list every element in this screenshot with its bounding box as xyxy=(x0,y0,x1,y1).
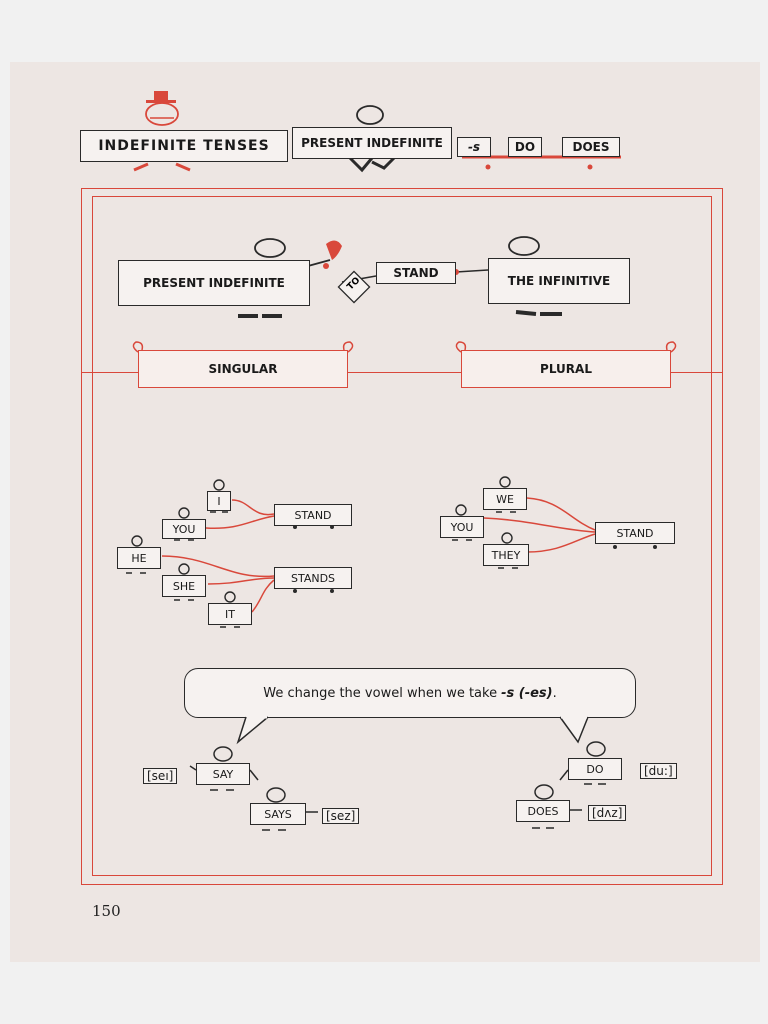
diagram-outer-frame xyxy=(81,188,723,885)
does-phonetic: [dʌz] xyxy=(588,805,627,821)
pronoun-we: WE xyxy=(483,488,527,510)
note-suffix: -s (-es) xyxy=(501,685,553,701)
plural-pronoun-figures xyxy=(452,476,518,569)
verb-stand-plural: STAND xyxy=(595,522,675,544)
stand-verb-box: STAND xyxy=(376,262,456,284)
note-text: We change the vowel when we take xyxy=(263,685,498,701)
pronoun-he: HE xyxy=(117,547,161,569)
verb-do: DO xyxy=(568,758,622,780)
man-infinitive-icon xyxy=(508,236,562,316)
say-phonetic: [seı] xyxy=(143,768,178,784)
banner-divider-line xyxy=(82,372,722,373)
pronoun-they: THEY xyxy=(483,544,529,566)
man-holding-axe-icon xyxy=(238,238,342,318)
book-page xyxy=(10,62,760,962)
note-period: . xyxy=(552,685,557,701)
pronoun-figures xyxy=(126,479,240,628)
pronoun-you-plural: YOU xyxy=(440,516,484,538)
verb-stand-singular: STAND xyxy=(274,504,352,526)
diagram-inner-frame xyxy=(92,196,712,876)
man-head-icon xyxy=(348,105,396,173)
man-with-hat-icon xyxy=(133,91,191,172)
verb-does: DOES xyxy=(516,800,570,822)
says-phonetic: [sez] xyxy=(322,808,360,824)
pronoun-i: I xyxy=(207,491,231,511)
present-indefinite-header: PRESENT INDEFINITE xyxy=(292,127,452,159)
indefinite-tenses-title: INDEFINITE TENSES xyxy=(80,130,288,162)
verb-say: SAY xyxy=(196,763,250,785)
page-number: 150 xyxy=(92,902,121,920)
does-box: DOES xyxy=(562,137,620,157)
suffix-s-box: -s xyxy=(457,137,491,157)
pronoun-it: IT xyxy=(208,603,252,625)
verb-says: SAYS xyxy=(250,803,306,825)
do-phonetic: [du:] xyxy=(640,763,677,779)
present-indefinite-box: PRESENT INDEFINITE xyxy=(118,260,310,306)
pronoun-you-singular: YOU xyxy=(162,519,206,539)
plural-banner: PLURAL xyxy=(461,350,671,388)
the-infinitive-box: THE INFINITIVE xyxy=(488,258,630,304)
pronoun-she: SHE xyxy=(162,575,206,597)
vowel-change-note: We change the vowel when we take -s (-es… xyxy=(184,668,636,718)
singular-banner: SINGULAR xyxy=(138,350,348,388)
verb-stands: STANDS xyxy=(274,567,352,589)
do-box: DO xyxy=(508,137,542,157)
